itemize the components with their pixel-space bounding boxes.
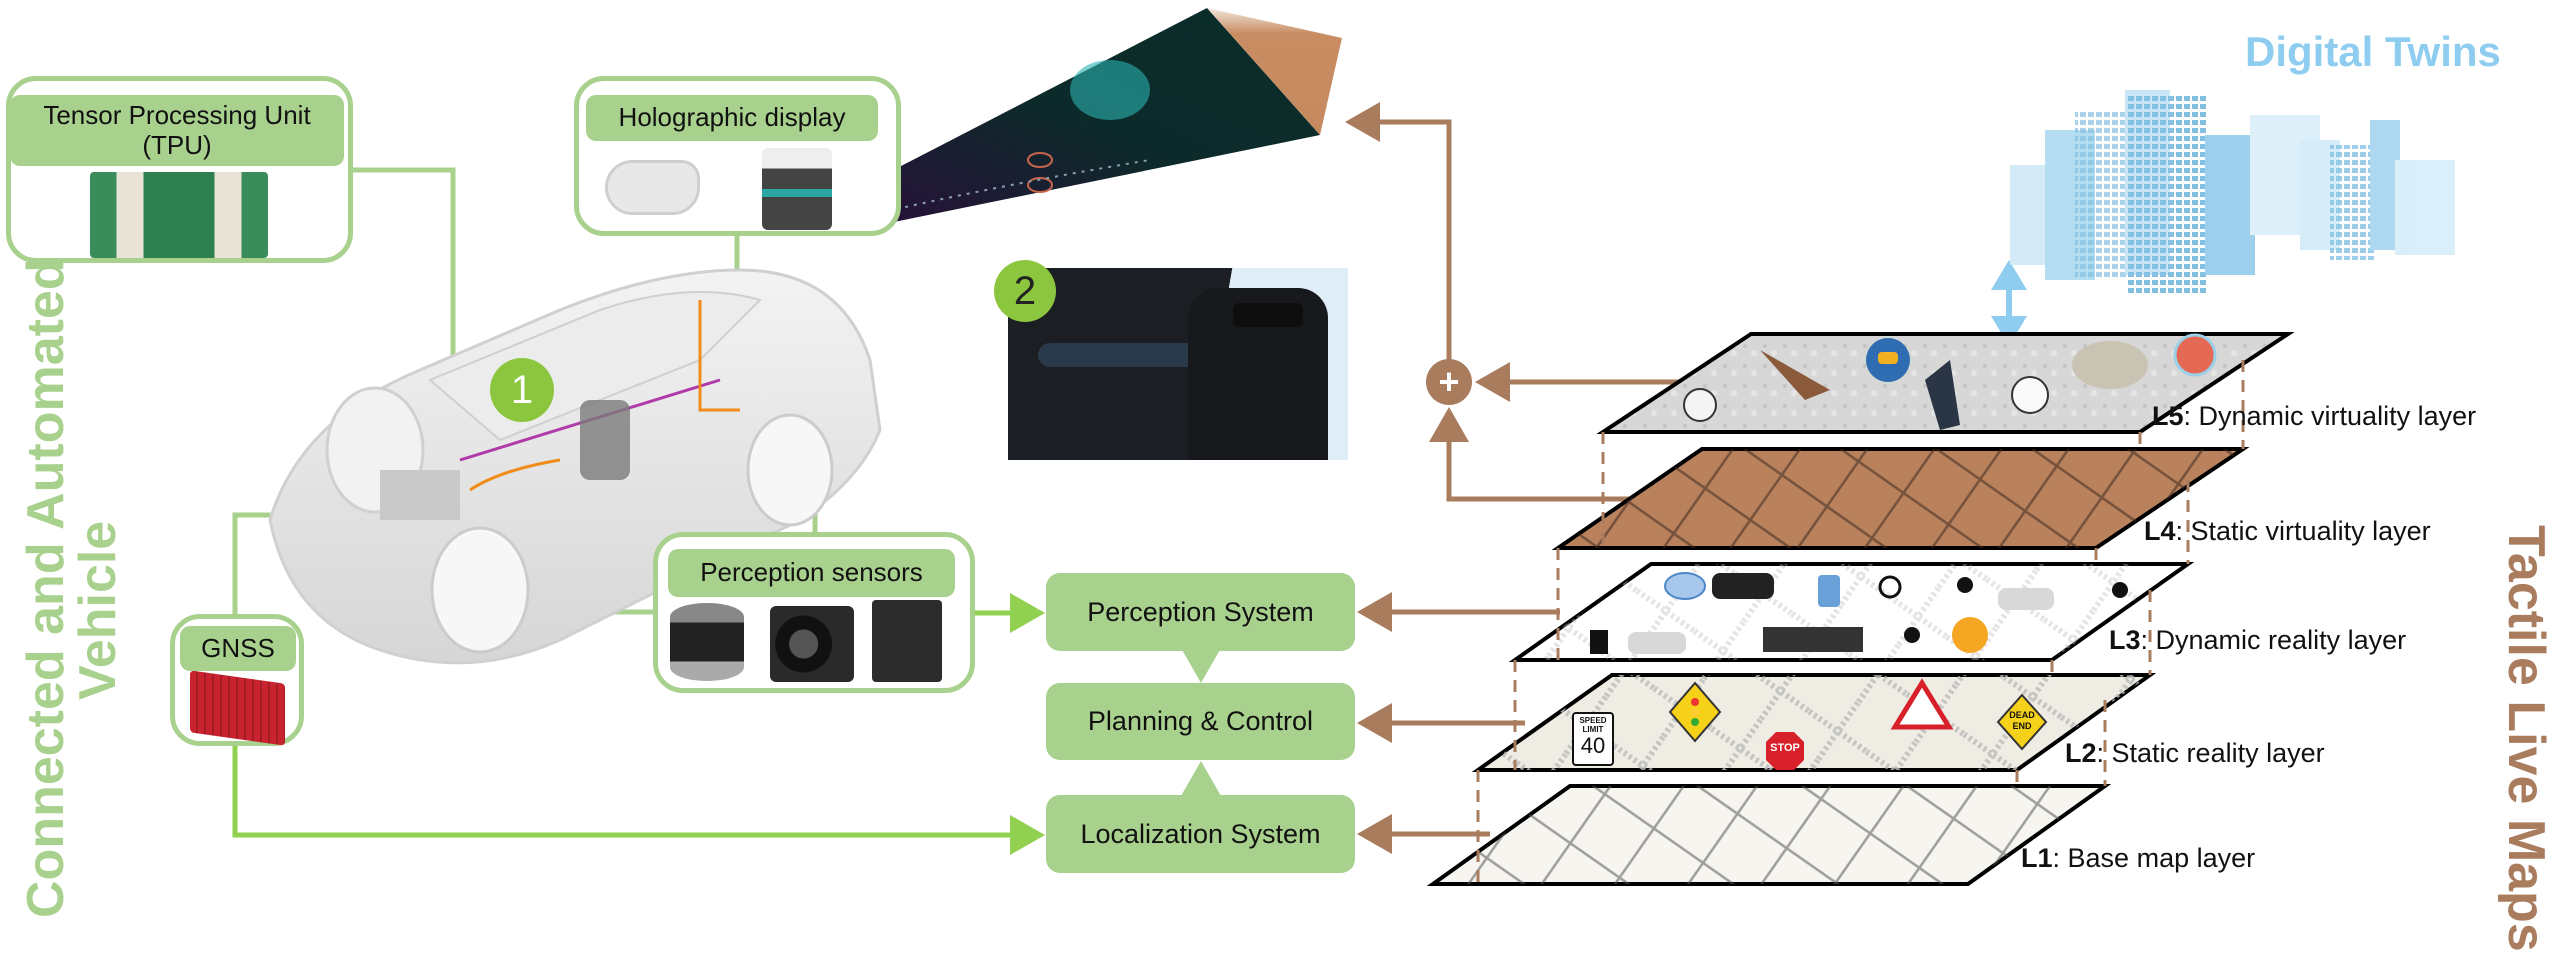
tpu-title-line1: Tensor Processing Unit (43, 99, 311, 130)
city-skyline-icon (2010, 90, 2455, 295)
layer-code-l4: L4 (2144, 516, 2176, 546)
aggregation-node (1426, 359, 1472, 405)
tlm-title: Tactile Live Maps (2497, 525, 2555, 952)
gnss-header: GNSS (180, 626, 296, 671)
layer-code-l1: L1 (2021, 843, 2053, 873)
speed-limit-value: 40 (1580, 733, 1606, 758)
holographic-projector-icon (762, 148, 832, 230)
layer-name-l5: Dynamic virtuality layer (2198, 401, 2477, 431)
stop-sign (1766, 732, 1804, 770)
localization-system-box[interactable]: Localization System (1046, 795, 1355, 873)
radar-icon (872, 600, 942, 682)
layer-l1-plane (1426, 784, 2112, 886)
speed-limit-sign (1572, 712, 1614, 766)
elderly-person-icon (2112, 582, 2128, 598)
l3-icons (1590, 572, 2128, 654)
flatbed-truck-icon (1763, 627, 1863, 652)
digital-twins-title: Digital Twins (2245, 28, 2501, 75)
car-icon-b (1628, 632, 1686, 654)
layer-code-l3: L3 (2109, 625, 2141, 655)
holographic-display-title: Holographic display (618, 102, 846, 133)
perception-sensors-header: Perception sensors (668, 549, 955, 597)
cav-title-line2: Vehicle (69, 520, 127, 700)
millennium-falcon-icon (2072, 341, 2148, 389)
family-icon (1590, 630, 1608, 654)
dead-end-sign (1996, 693, 2048, 751)
sun-cloud-icon (1952, 617, 1988, 653)
dead-end-line1: DEAD (2009, 710, 2035, 720)
x-wing-icon (1760, 350, 1830, 400)
plus-icon: + (1438, 361, 1460, 402)
tpu-board-icon (90, 172, 268, 258)
astronaut-icon (1683, 388, 1717, 422)
walker-icon (1904, 627, 1920, 643)
planning-control-label: Planning & Control (1087, 706, 1314, 736)
marker-2: 2 (994, 260, 1056, 322)
hologram-visualization (845, 8, 1342, 232)
tpu-title-line2: (TPU) (142, 129, 212, 160)
marker-1: 1 (490, 358, 554, 422)
tie-fighter-icon (1925, 360, 1960, 430)
gnss-localization-connector (232, 746, 1045, 855)
layer-label-l2: L2: Static reality layer (2065, 738, 2325, 768)
perception-system-label: Perception System (1087, 596, 1314, 627)
space-cat-icon (2173, 333, 2217, 377)
layer-name-l1: Base map layer (2067, 843, 2256, 873)
dead-end-line2: END (2012, 721, 2032, 731)
gnss-title: GNSS (201, 632, 275, 663)
layer-label-l3: L3: Dynamic reality layer (2109, 625, 2407, 655)
plus-hologram-arrow (1345, 102, 1452, 360)
layer-name-l4: Static virtuality layer (2190, 516, 2431, 546)
layer-l2-plane (1471, 673, 2157, 772)
layer-label-l5: L5: Dynamic virtuality layer (2152, 401, 2477, 431)
perception-sensors-title: Perception sensors (700, 557, 923, 588)
lidar-icon (670, 603, 744, 681)
pedestrians-icon (1818, 575, 1840, 607)
marker-2-label: 2 (1013, 268, 1037, 313)
wheelchair-icon (1878, 575, 1902, 599)
stormtrooper-icon (2011, 376, 2049, 414)
l4-plus-arrow (1429, 407, 1630, 502)
l2-signs (1572, 678, 2048, 770)
localization-system-label: Localization System (1080, 818, 1321, 849)
holographic-display-header: Holographic display (586, 95, 878, 141)
perception-system-box[interactable]: Perception System (1046, 573, 1355, 651)
layer-l4-plane (1551, 447, 2250, 550)
marker-1-label: 1 (510, 367, 534, 412)
layer-guides (1476, 360, 2245, 884)
speed-limit-text: SPEED LIMIT 40 (1575, 716, 1611, 758)
vr-simulator-photo (1008, 268, 1348, 460)
cav-title-line1: Connected and Automated (17, 258, 75, 918)
layer-code-l2: L2 (2065, 738, 2097, 768)
tpu-header: Tensor Processing Unit (TPU) (10, 95, 344, 166)
car-icon-a (1998, 588, 2054, 610)
layer-label-l4: L4: Static virtuality layer (2144, 516, 2431, 546)
layer-label-l1: L1: Base map layer (2021, 843, 2256, 873)
vr-headset-icon (605, 160, 700, 215)
planning-control-box[interactable]: Planning & Control (1046, 683, 1355, 760)
speed-limit-line2: LIMIT (1582, 725, 1604, 734)
speed-limit-line1: SPEED (1579, 716, 1607, 725)
stop-sign-text: STOP (1770, 742, 1800, 754)
l5-icons (1683, 333, 2217, 430)
camera-icon (770, 606, 854, 682)
rain-cloud-icon (1664, 572, 1706, 600)
road-work-sign (1890, 678, 1954, 730)
gnss-receiver-icon (190, 670, 285, 746)
runner-icon (1957, 577, 1973, 593)
suv-icon (1712, 573, 1774, 599)
dead-end-text: DEAD END (2002, 710, 2042, 732)
layer-code-l5: L5 (2152, 401, 2184, 431)
layer-name-l3: Dynamic reality layer (2155, 625, 2407, 655)
layer-name-l2: Static reality layer (2111, 738, 2325, 768)
